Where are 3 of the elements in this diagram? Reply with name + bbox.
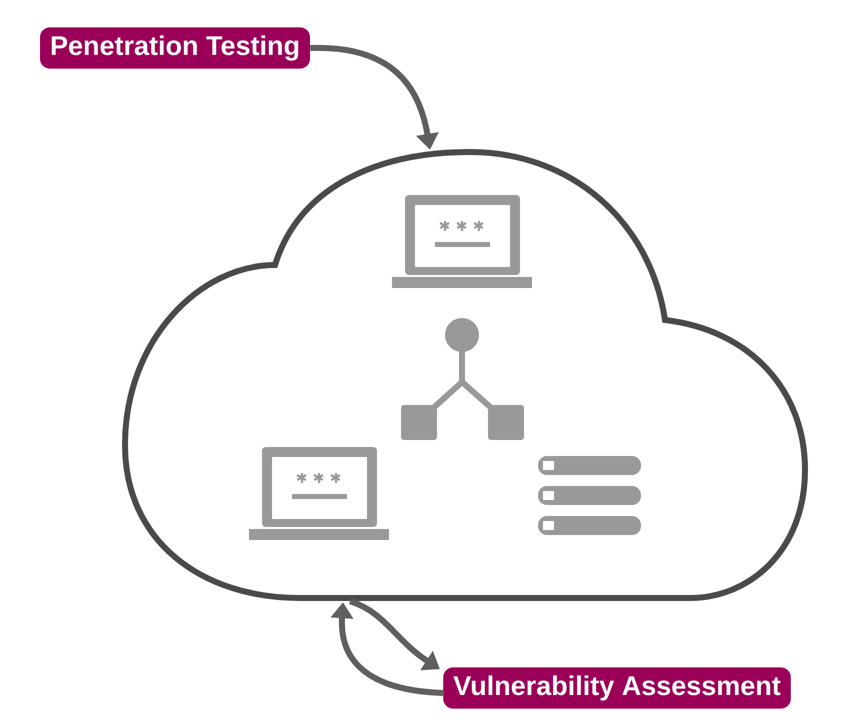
- label-box: Vulnerability Assessment: [443, 667, 791, 709]
- label-box: Penetration Testing: [40, 27, 310, 69]
- cloud-shape: [122, 149, 808, 601]
